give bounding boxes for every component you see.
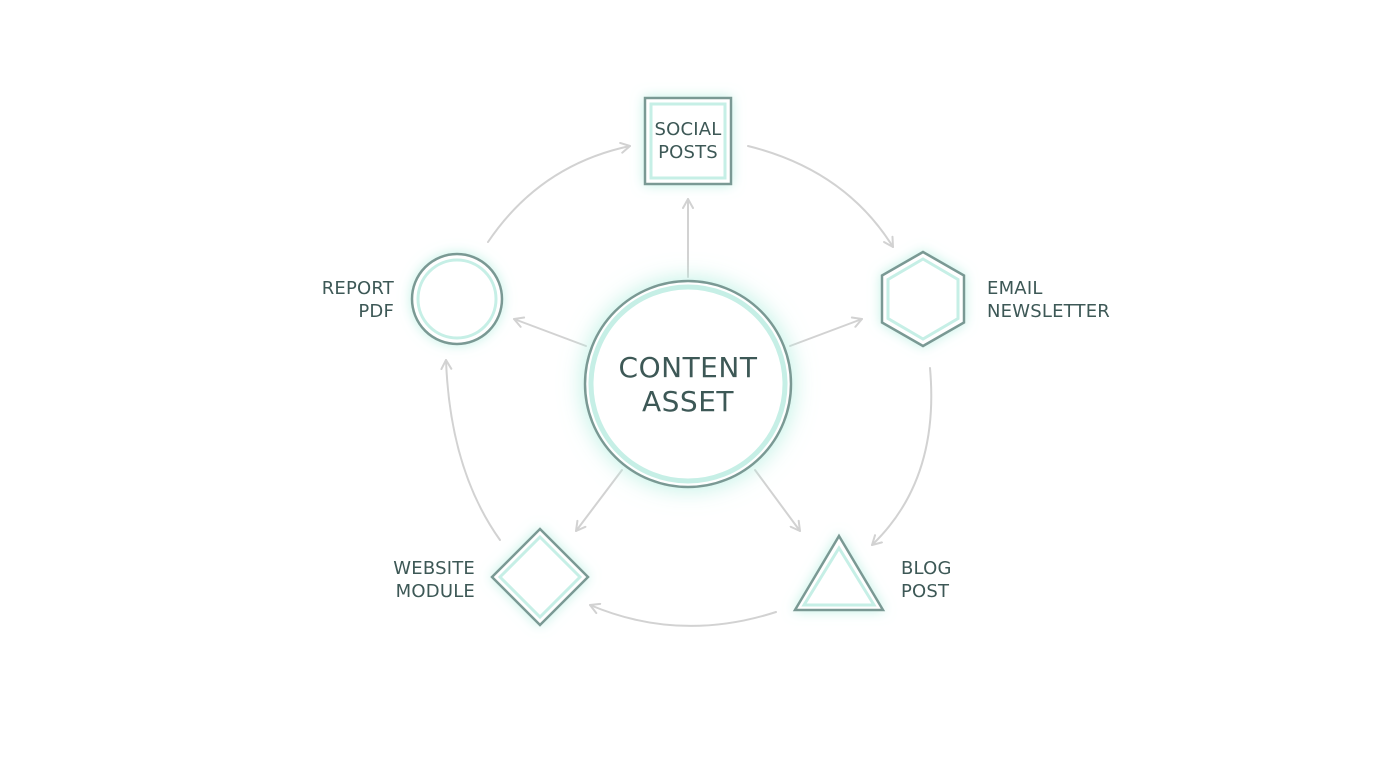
arc-report-to-social [487, 141, 631, 243]
website-module-label: WEBSITE MODULE [375, 557, 475, 603]
circle-icon [410, 252, 504, 346]
spoke-to-email [789, 316, 863, 347]
arc-email-to-blog [871, 367, 933, 546]
content-asset-line1: CONTENT [618, 351, 758, 384]
spoke-to-website [575, 469, 623, 532]
blog-post-line1: BLOG [901, 558, 952, 579]
social-posts-line2: POSTS [658, 142, 718, 163]
report-pdf-label: REPORT PDF [294, 277, 394, 323]
arc-social-to-email [747, 145, 894, 248]
email-newsletter-line1: EMAIL [987, 278, 1043, 299]
website-module-line2: MODULE [395, 581, 475, 602]
spoke-to-report [513, 316, 587, 347]
blog-post-line2: POST [901, 581, 950, 602]
content-asset-circle [583, 279, 793, 489]
email-newsletter-label: EMAIL NEWSLETTER [987, 277, 1110, 323]
report-pdf-line1: REPORT [321, 278, 394, 299]
content-asset-line2: ASSET [642, 385, 734, 418]
content-asset-label: CONTENT ASSET [588, 351, 788, 419]
social-posts-label: SOCIAL POSTS [638, 118, 738, 164]
blog-post-label: BLOG POST [901, 557, 952, 603]
square-icon [643, 96, 733, 186]
triangle-icon [792, 533, 886, 612]
arc-website-to-report [440, 359, 501, 541]
hexagon-icon [880, 250, 966, 348]
spoke-to-blog [754, 469, 801, 532]
website-module-line1: WEBSITE [393, 558, 475, 579]
report-pdf-line2: PDF [358, 301, 394, 322]
social-posts-line1: SOCIAL [654, 119, 722, 140]
arc-blog-to-website [589, 602, 777, 627]
diamond-icon [490, 527, 590, 627]
email-newsletter-line2: NEWSLETTER [987, 301, 1111, 322]
